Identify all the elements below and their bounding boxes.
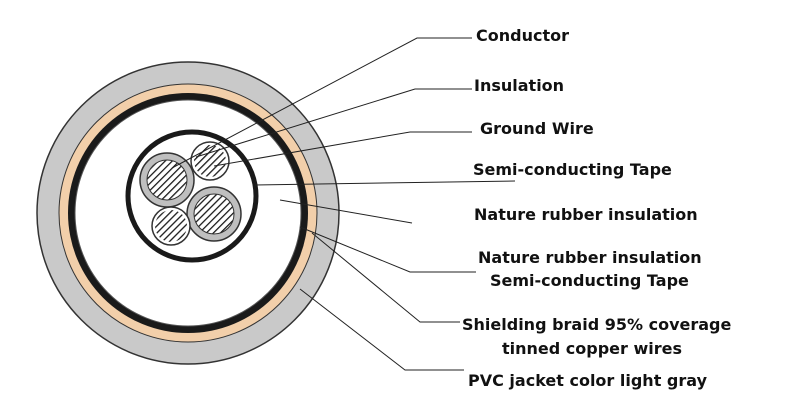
ground-wire-2 [151, 206, 191, 246]
leader-rubber-1 [279, 199, 413, 224]
label-conductor: Conductor [476, 26, 569, 45]
leader-rubber-2 [299, 226, 476, 273]
label-jacket: PVC jacket color light gray [468, 371, 708, 390]
leader-jacket [299, 288, 464, 371]
leader-conductor [171, 37, 472, 169]
label-braid-line2: tinned copper wires [502, 339, 682, 358]
label-braid-line1: Shielding braid 95% coverage [462, 315, 732, 334]
label-semi-tape-1: Semi-conducting Tape [473, 160, 672, 179]
label-rubber-2: Nature rubber insulation [478, 248, 702, 267]
label-semi-tape-2: Semi-conducting Tape [490, 271, 689, 290]
leader-lines [171, 37, 516, 371]
leader-semi-tape-1 [254, 180, 516, 186]
label-ground-wire: Ground Wire [480, 119, 594, 138]
leader-insulation [195, 88, 472, 158]
leader-ground-wire [213, 131, 472, 167]
label-rubber-1: Nature rubber insulation [474, 205, 698, 224]
ground-wire-1 [190, 141, 230, 181]
label-insulation: Insulation [474, 76, 564, 95]
conductor-core-2 [186, 186, 242, 242]
leader-braid [311, 232, 460, 323]
